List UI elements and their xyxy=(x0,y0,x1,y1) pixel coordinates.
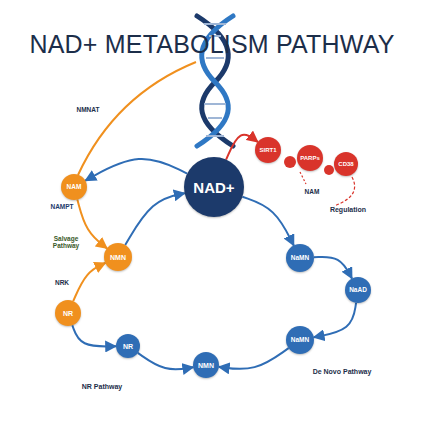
enzyme-dot xyxy=(284,156,296,168)
node-label: NaMN xyxy=(291,337,309,344)
pathway-arrow xyxy=(219,348,289,369)
enzyme-circle: PARPs xyxy=(297,145,323,171)
pathway-arrow xyxy=(85,159,187,181)
metabolite-circle: NaAD xyxy=(345,277,371,303)
node-label: NAM xyxy=(67,184,82,191)
pathway-label: Salvage Pathway xyxy=(46,235,86,249)
node-label: NMN xyxy=(110,254,126,261)
nmnat-curve xyxy=(78,62,196,175)
enzyme-circle: SIRT1 xyxy=(255,137,281,163)
node-label: SIRT1 xyxy=(259,147,276,153)
pathway-arrow xyxy=(314,257,352,279)
pathway-label: Regulation xyxy=(323,206,373,214)
node-label: NaAD xyxy=(349,287,367,294)
node-label: PARPs xyxy=(300,155,320,161)
metabolite-circle: NaMN xyxy=(286,244,314,272)
pathway-arrow xyxy=(226,135,258,160)
nam-leader xyxy=(300,172,306,184)
regulation-leader xyxy=(334,177,355,206)
pathway-label: NAM xyxy=(297,188,327,195)
hub-circle: NAD+ xyxy=(184,157,244,217)
pathway-arrow xyxy=(72,325,116,346)
diagram-title: NAD+ METABOLISM PATHWAY xyxy=(0,30,424,59)
metabolite-circle: NMN xyxy=(104,243,132,271)
pathway-label: De Novo Pathway xyxy=(302,368,382,376)
metabolite-circle: NaMN xyxy=(286,326,314,354)
node-label: NMN xyxy=(198,362,214,369)
enzyme-dot xyxy=(324,165,334,175)
metabolite-circle: NMN xyxy=(193,352,219,378)
metabolite-circle: NR xyxy=(55,300,81,326)
node-label: CD38 xyxy=(338,161,353,167)
pathway-arrow xyxy=(73,263,105,301)
pathway-arrow xyxy=(138,353,193,369)
metabolite-circle: NAM xyxy=(61,174,87,200)
metabolite-circle: NR xyxy=(116,334,140,358)
node-label: NR xyxy=(123,343,133,350)
node-label: NAD+ xyxy=(193,180,234,195)
pathway-arrow xyxy=(77,200,107,249)
pathway-arrow xyxy=(125,193,184,245)
pathway-label: NRK xyxy=(47,279,77,286)
enzyme-circle: CD38 xyxy=(334,152,358,176)
node-label: NR xyxy=(63,310,73,317)
pathway-arrow xyxy=(314,303,356,338)
node-label: NaMN xyxy=(291,255,309,262)
pathway-arrow xyxy=(242,197,293,246)
pathway-label: NR Pathway xyxy=(72,383,132,391)
pathway-label: NMNAT xyxy=(68,106,108,113)
pathway-label: NAMPT xyxy=(42,203,82,210)
